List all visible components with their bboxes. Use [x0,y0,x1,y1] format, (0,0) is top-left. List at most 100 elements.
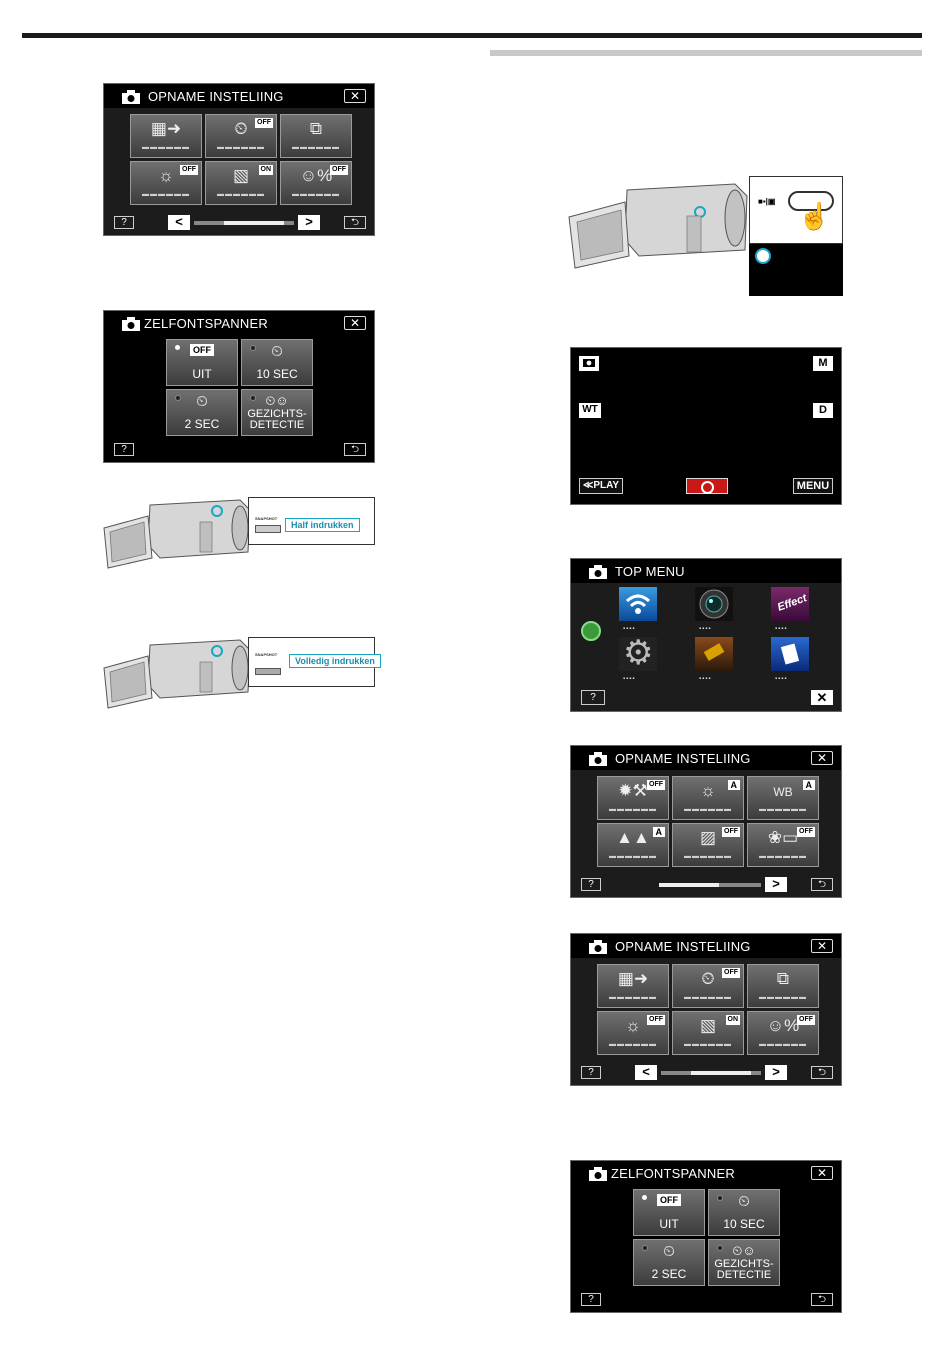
tile-shutter-mode[interactable]: ⧉ ▬▬▬▬▬▬ [747,964,819,1008]
menu-button[interactable]: MENU [793,478,833,494]
tile-brightness[interactable]: ☼ A ▬▬▬▬▬▬ [672,776,744,820]
lens-icon[interactable] [695,587,733,621]
option-2-sec[interactable]: ⏲ 2 SEC [633,1239,705,1286]
close-button[interactable]: ✕ [344,89,366,103]
manual-mode-button[interactable]: M [813,356,833,371]
close-button[interactable]: ✕ [811,1166,833,1180]
back-button[interactable]: ⮌ [811,878,833,891]
tile-scene-select[interactable]: ✹⚒ OFF ▬▬▬▬▬▬ [597,776,669,820]
focus-af-icon: ▦➜ [150,119,182,138]
screen-title: OPNAME INSTELIING [148,89,284,104]
hdmi-connection-icon[interactable] [695,637,733,671]
help-button[interactable]: ? [581,1293,601,1306]
option-2-sec[interactable]: ⏲ 2 SEC [166,389,238,436]
tile-focus-mode[interactable]: ▲▲ A ▬▬▬▬▬▬ [597,823,669,867]
close-button[interactable]: ✕ [811,939,833,953]
media-settings-icon[interactable] [771,637,809,671]
close-button[interactable]: ✕ [811,751,833,765]
page-right-button[interactable]: > [765,1065,787,1080]
tile-light[interactable]: ☼ OFF ▬▬▬▬▬▬ [130,161,202,205]
display-button[interactable]: D [813,403,833,418]
option-uit[interactable]: OFF UIT [633,1189,705,1236]
smile-shot-icon: ☺% [766,1016,800,1035]
backlight-icon: ▨ [699,828,717,847]
tile-tele-macro[interactable]: ❀▭ OFF ▬▬▬▬▬▬ [747,823,819,867]
help-button[interactable]: ? [581,878,601,891]
light-icon: ☼ [158,166,174,185]
tile-smile-shot[interactable]: ☺% OFF ▬▬▬▬▬▬ [280,161,352,205]
screen-title: OPNAME INSTELIING [615,751,751,766]
photo-mode-icon [579,356,599,371]
tele-macro-icon: ❀▭ [767,828,799,847]
video-photo-mode-label: ■▪|▣ [758,197,776,206]
tile-backlight[interactable]: ▧ ON ▬▬▬▬▬▬ [672,1011,744,1055]
screen-title: ZELFONTSPANNER [144,316,268,331]
help-button[interactable]: ? [114,443,134,456]
page-left-button[interactable]: < [635,1065,657,1080]
top-menu-screen: TOP MENU ▪▪▪▪ ▪▪▪▪ Effect ▪▪▪▪ ⚙ ▪▪▪▪ ▪▪… [570,558,842,712]
tile-backlight[interactable]: ▧ ON ▬▬▬▬▬▬ [205,161,277,205]
close-button[interactable]: ✕ [344,316,366,330]
camcorder-half-press-illustration: SNAPSHOT Half indrukken [100,490,380,580]
light-icon: ☼ [625,1016,641,1035]
tile-self-timer[interactable]: ⏲ OFF ▬▬▬▬▬▬ [205,114,277,158]
help-button[interactable]: ? [114,216,134,229]
option-10-sec[interactable]: ⏲ 10 SEC [708,1189,780,1236]
option-uit[interactable]: OFF UIT [166,339,238,386]
zoom-wt-button[interactable]: WT [579,403,601,418]
record-button[interactable] [686,478,728,494]
page-top-rule [22,33,922,38]
zelfontspanner-screen-left: ZELFONTSPANNER ✕ OFF UIT ⏲ 10 SEC ⏲ 2 SE… [103,310,375,463]
camera-icon [589,940,607,954]
screen-title: ZELFONTSPANNER [611,1166,735,1181]
tile-shutter-mode[interactable]: ⧉ ▬▬▬▬▬▬ [280,114,352,158]
landscape-focus-icon: ▲▲ [616,828,650,847]
page-slider[interactable] [194,221,294,225]
mode-button-icon[interactable] [788,191,834,211]
switch-mode-icon[interactable] [581,621,601,641]
timer-10-icon: ⏲ [738,1193,750,1210]
tile-smile-shot[interactable]: ☺% OFF ▬▬▬▬▬▬ [747,1011,819,1055]
face-timer-icon: ⏲☺ [732,1243,756,1258]
settings-gear-icon[interactable]: ⚙ [619,635,657,671]
option-face-detect[interactable]: ⏲☺ GEZICHTS- DETECTIE [241,389,313,436]
back-button[interactable]: ⮌ [811,1066,833,1079]
camera-icon [589,1167,607,1181]
back-button[interactable]: ⮌ [811,1293,833,1306]
tile-white-balance[interactable]: WB A ▬▬▬▬▬▬ [747,776,819,820]
back-button[interactable]: ⮌ [344,443,366,456]
camera-icon [122,317,140,331]
tile-backlight-comp[interactable]: ▨ OFF ▬▬▬▬▬▬ [672,823,744,867]
page-right-button[interactable]: > [765,877,787,892]
page-slider[interactable] [659,883,761,887]
tile-focus[interactable]: ▦➜ ▬▬▬▬▬▬ [130,114,202,158]
backlight-icon: ▧ [699,1016,717,1035]
wifi-icon[interactable] [619,587,657,621]
option-face-detect[interactable]: ⏲☺ GEZICHTS- DETECTIE [708,1239,780,1286]
effect-icon[interactable]: Effect [771,587,809,621]
option-10-sec[interactable]: ⏲ 10 SEC [241,339,313,386]
opname-instelling-screen-page1: OPNAME INSTELIING ✕ ✹⚒ OFF ▬▬▬▬▬▬ ☼ A ▬▬… [570,745,842,898]
tile-focus[interactable]: ▦➜ ▬▬▬▬▬▬ [597,964,669,1008]
backlight-icon: ▧ [232,166,250,185]
play-button[interactable]: ≪PLAY [579,478,623,494]
camcorder-icon [103,499,251,569]
zelfontspanner-screen-right: ZELFONTSPANNER ✕ OFF UIT ⏲ 10 SEC ⏲ 2 SE… [570,1160,842,1313]
page-left-button[interactable]: < [168,215,190,230]
help-button[interactable]: ? [581,690,605,705]
page-slider[interactable] [661,1071,761,1075]
close-button[interactable]: ✕ [811,690,833,705]
page-right-button[interactable]: > [298,215,320,230]
tile-light[interactable]: ☼ OFF ▬▬▬▬▬▬ [597,1011,669,1055]
continuous-shoot-icon: ⧉ [309,119,323,138]
camcorder-mode-switch-illustration: ■▪|▣ ☝ [565,172,845,297]
half-press-label: Half indrukken [285,518,360,532]
tile-self-timer[interactable]: ⏲ OFF ▬▬▬▬▬▬ [672,964,744,1008]
camcorder-full-press-illustration: SNAPSHOT Volledig indrukken [100,630,381,720]
back-button[interactable]: ⮌ [344,216,366,229]
camera-icon [122,90,140,104]
self-timer-icon: ⏲ [701,969,715,988]
timer-2-icon: ⏲ [196,393,208,410]
opname-instelling-screen-page2: OPNAME INSTELIING ✕ ▦➜ ▬▬▬▬▬▬ ⏲ OFF ▬▬▬▬… [570,933,842,1086]
help-button[interactable]: ? [581,1066,601,1079]
